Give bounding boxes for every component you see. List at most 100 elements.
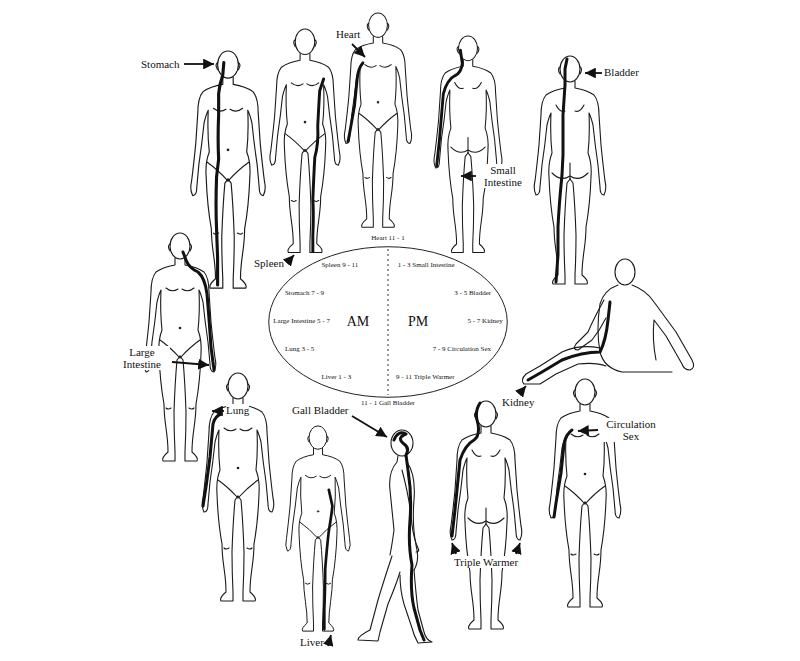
meridian-line [556, 59, 567, 282]
pointer-arrow [585, 72, 602, 74]
organ-label: Liver [300, 636, 324, 648]
pointer-arrow [578, 430, 598, 431]
label-text: Lung [226, 404, 249, 416]
organ-label: Triple Warmer [454, 556, 518, 568]
label-text: 7 - 9 Circulation Sex [433, 345, 491, 353]
period-text: PM [408, 314, 428, 329]
bladder-figure [534, 56, 606, 284]
clock-label: Spleen 9 - 11 [321, 262, 358, 270]
body-outline [191, 51, 265, 288]
clock-label: 9 - 11 Triple Warmer [396, 374, 455, 382]
am-pm-divider [388, 249, 389, 395]
clock-ring [269, 247, 508, 398]
label-text: 3 - 5 Bladder [454, 289, 491, 297]
clock-label: Stomach 7 - 9 [285, 290, 324, 298]
label-text: Liver [300, 636, 324, 648]
label-text: Stomach 7 - 9 [285, 289, 324, 297]
pointer-arrow [516, 543, 520, 554]
organ-label: Lung [226, 404, 249, 416]
label-text: Kidney [502, 396, 534, 408]
body-outline [434, 36, 502, 253]
label-text: Small Intestine [484, 164, 522, 188]
body-outline [286, 426, 350, 631]
label-text: Stomach [141, 58, 180, 70]
circulation-sex-figure [549, 379, 621, 607]
body-outline [400, 570, 432, 643]
meridian-line [528, 302, 610, 380]
meridian-line [324, 490, 332, 630]
body-outline [270, 29, 340, 252]
body-outline [344, 13, 411, 227]
body-outline [202, 373, 274, 601]
pointer-arrow [287, 255, 294, 263]
label-text: Circulation Sex [606, 418, 656, 442]
label-text: Liver 1 - 3 [321, 373, 351, 381]
clock-label: 3 - 5 Bladder [454, 290, 491, 298]
label-text: Large Intestine [123, 346, 161, 370]
label-text: Heart 11 - 1 [371, 234, 404, 242]
clock-label: Liver 1 - 3 [321, 374, 351, 382]
label-text: 1 - 3 Small Intestine [398, 261, 455, 269]
small-intestine-figure [434, 36, 502, 253]
stomach-figure [191, 51, 265, 288]
pointer-arrow [328, 635, 331, 646]
body-outline [358, 556, 400, 641]
pointer-arrow [461, 175, 476, 177]
meridian-line [437, 50, 463, 166]
period-label: PM [408, 314, 428, 329]
meridian-line [452, 403, 480, 536]
body-outline [534, 56, 606, 284]
organ-label: Bladder [604, 66, 639, 78]
pointer-arrow [352, 416, 387, 437]
period-label: AM [347, 314, 370, 329]
label-text: Spleen [254, 257, 284, 269]
label-text: Large Intestine 5 - 7 [273, 317, 330, 325]
pointer-arrow [452, 543, 456, 554]
meridian-line [554, 430, 572, 517]
pointer-arrow [352, 44, 365, 57]
label-text: Spleen 9 - 11 [321, 261, 358, 269]
pointer-arrow [184, 63, 214, 65]
pointer-arrow [212, 410, 224, 412]
organ-label: Kidney [502, 396, 534, 408]
clock-label: Heart 11 - 1 [371, 235, 404, 243]
body-outline [615, 259, 635, 285]
lung-figure [202, 373, 274, 601]
clock-label: Large Intestine 5 - 7 [273, 318, 330, 326]
meridian-line [216, 62, 224, 285]
clock-label: 11 - 1 Gall Bladder [361, 400, 415, 408]
body-outline [574, 300, 606, 350]
liver-figure [286, 426, 350, 631]
meridian-line [394, 433, 424, 640]
label-text: 5 - 7 Kidney [468, 317, 503, 325]
organ-label: Small Intestine [478, 164, 528, 188]
label-text: Heart [336, 28, 360, 40]
label-text: Lung 3 - 5 [285, 345, 314, 353]
clock-label: Lung 3 - 5 [285, 346, 314, 354]
label-text: 9 - 11 Triple Warmer [396, 373, 455, 381]
spleen-figure [270, 29, 340, 252]
body-outline [390, 456, 398, 555]
label-text: 11 - 1 Gall Bladder [361, 399, 415, 407]
label-text: Gall Bladder [292, 404, 349, 416]
meridian-line [313, 79, 324, 251]
meridian-line [183, 252, 214, 370]
meridian-line [203, 414, 221, 506]
period-text: AM [347, 314, 370, 329]
organ-label: Large Intestine [114, 346, 170, 370]
triple-warmer-figure [450, 401, 522, 629]
gall-bladder-figure [358, 430, 432, 643]
pointer-arrow [520, 386, 526, 393]
kidney-figure [522, 259, 693, 384]
heart-figure [344, 13, 411, 227]
pointer-arrow [172, 362, 209, 365]
meridian-line [348, 63, 363, 142]
organ-label: Heart [336, 28, 360, 40]
organ-label: Stomach [141, 58, 180, 70]
body-outline [549, 379, 621, 607]
label-text: Triple Warmer [454, 556, 518, 568]
body-outline [450, 401, 522, 629]
